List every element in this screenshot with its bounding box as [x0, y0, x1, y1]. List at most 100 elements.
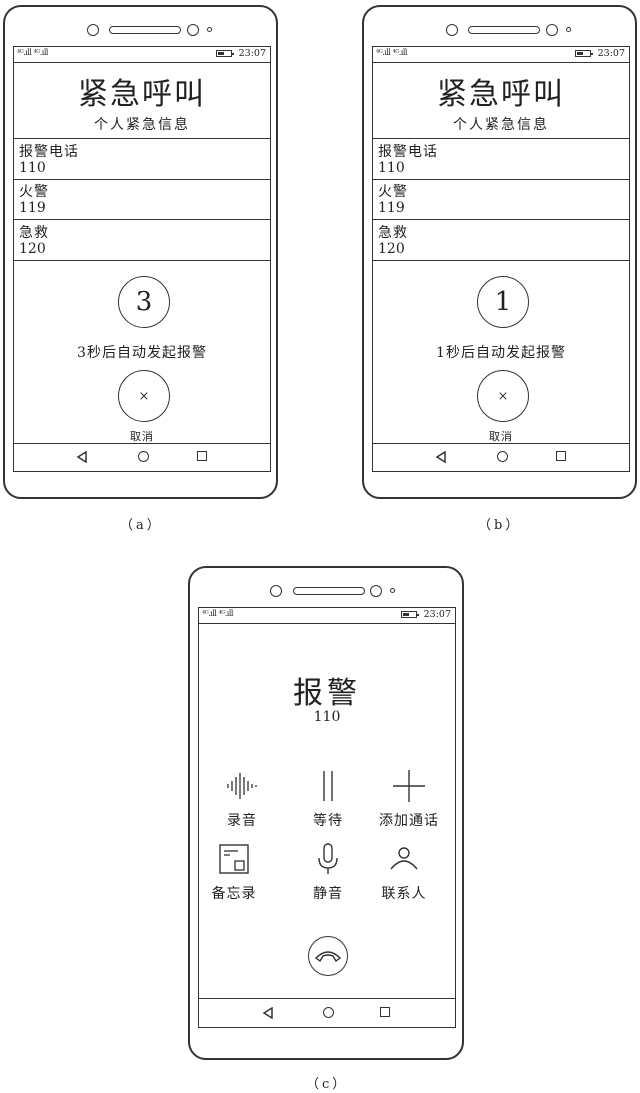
figure-label-c: （c） [306, 1077, 349, 1092]
contact-label: 报警电话 [378, 144, 438, 160]
action-label: 备忘录 [211, 886, 257, 902]
battery-icon [401, 611, 419, 618]
status-time: 23:07 [423, 609, 451, 620]
dot-icon [390, 588, 395, 593]
countdown-text: 1秒后自动发起报警 [436, 345, 566, 361]
contact-label: 火警 [19, 184, 49, 200]
nav-bar [14, 443, 270, 471]
contact-number: 120 [378, 241, 405, 257]
phone-top [5, 7, 276, 47]
figure-label-a: （a） [120, 518, 163, 533]
call-title: 报警 [293, 676, 361, 711]
dot-icon [566, 27, 571, 32]
contact-icon [390, 847, 418, 870]
contacts-button[interactable]: 联系人 [364, 841, 444, 903]
countdown-text: 3秒后自动发起报警 [77, 345, 207, 361]
dot-icon [207, 27, 212, 32]
home-icon[interactable] [497, 451, 508, 462]
mic-icon [318, 843, 338, 874]
hang-up-button[interactable] [308, 936, 348, 976]
cancel-button[interactable]: × [477, 370, 529, 422]
contact-label: 火警 [378, 184, 408, 200]
battery-icon [216, 50, 234, 57]
mute-button[interactable]: 静音 [288, 841, 368, 903]
phone-b: ⁴ᴳ.ıll ⁴ᴳ.ıll 23:07 紧急呼叫 个人紧急信息 报警电话 110… [362, 5, 637, 499]
contact-label: 急救 [378, 225, 408, 241]
back-icon[interactable] [435, 451, 447, 463]
recents-icon[interactable] [556, 451, 566, 461]
contact-number: 110 [19, 160, 46, 176]
action-label: 添加通话 [379, 813, 439, 829]
status-bar: ⁴ᴳ.ıll ⁴ᴳ.ıll 23:07 [373, 47, 629, 63]
contact-row-ambulance[interactable]: 急救 120 [373, 220, 629, 261]
signal-icon: ⁴ᴳ.ıll ⁴ᴳ.ıll [376, 48, 407, 57]
contact-number: 119 [378, 200, 405, 216]
contact-row-fire[interactable]: 火警 119 [14, 179, 270, 220]
action-label: 等待 [313, 813, 343, 829]
camera-icon [87, 24, 99, 36]
sensor-icon [370, 585, 382, 597]
screen: ⁴ᴳ.ıll ⁴ᴳ.ıll 23:07 报警 110 录音 [198, 607, 456, 1028]
speaker-grille [293, 587, 365, 595]
contact-number: 120 [19, 241, 46, 257]
contact-row-fire[interactable]: 火警 119 [373, 179, 629, 220]
record-button[interactable]: 录音 [202, 768, 282, 830]
phone-c: ⁴ᴳ.ıll ⁴ᴳ.ıll 23:07 报警 110 录音 [188, 566, 464, 1060]
phone-top [190, 568, 462, 608]
speaker-grille [468, 26, 540, 34]
page-title: 紧急呼叫 [437, 77, 565, 112]
recents-icon[interactable] [197, 451, 207, 461]
countdown-circle: 3 [118, 276, 170, 328]
action-label: 录音 [227, 813, 257, 829]
pause-icon [323, 771, 333, 801]
contact-label: 急救 [19, 225, 49, 241]
speaker-grille [109, 26, 181, 34]
phone-top [364, 7, 635, 47]
sensor-icon [187, 24, 199, 36]
nav-bar [373, 443, 629, 471]
recents-icon[interactable] [380, 1007, 390, 1017]
hang-up-icon [314, 951, 342, 963]
hold-button[interactable]: 等待 [288, 768, 368, 830]
cancel-label: 取消 [489, 430, 513, 443]
back-icon[interactable] [262, 1007, 274, 1019]
status-time: 23:07 [238, 48, 266, 59]
status-bar: ⁴ᴳ.ıll ⁴ᴳ.ıll 23:07 [14, 47, 270, 63]
countdown-circle: 1 [477, 276, 529, 328]
waveform-icon [227, 773, 257, 799]
contact-label: 报警电话 [19, 144, 79, 160]
contact-number: 119 [19, 200, 46, 216]
camera-icon [446, 24, 458, 36]
signal-icon: ⁴ᴳ.ıll ⁴ᴳ.ıll [202, 609, 233, 618]
contact-row-ambulance[interactable]: 急救 120 [14, 220, 270, 261]
page-subtitle: 个人紧急信息 [94, 117, 190, 133]
sensor-icon [546, 24, 558, 36]
status-bar: ⁴ᴳ.ıll ⁴ᴳ.ıll 23:07 [199, 608, 455, 624]
contact-row-police[interactable]: 报警电话 110 [14, 138, 270, 180]
memo-button[interactable]: 备忘录 [199, 841, 274, 903]
action-label: 联系人 [381, 886, 427, 902]
page-subtitle: 个人紧急信息 [453, 117, 549, 133]
plus-icon [393, 770, 425, 802]
cancel-button[interactable]: × [118, 370, 170, 422]
contact-number: 110 [378, 160, 405, 176]
home-icon[interactable] [323, 1007, 334, 1018]
call-number: 110 [313, 709, 341, 725]
status-time: 23:07 [597, 48, 625, 59]
battery-icon [575, 50, 593, 57]
action-label: 静音 [313, 886, 343, 902]
page-title: 紧急呼叫 [78, 77, 206, 112]
figure-label-b: （b） [478, 518, 522, 533]
cancel-label: 取消 [130, 430, 154, 443]
signal-icon: ⁴ᴳ.ıll ⁴ᴳ.ıll [17, 48, 48, 57]
home-icon[interactable] [138, 451, 149, 462]
back-icon[interactable] [76, 451, 88, 463]
memo-icon [219, 844, 249, 874]
camera-icon [270, 585, 282, 597]
phone-a: ⁴ᴳ.ıll ⁴ᴳ.ıll 23:07 紧急呼叫 个人紧急信息 报警电话 110… [3, 5, 278, 499]
contact-row-police[interactable]: 报警电话 110 [373, 138, 629, 180]
screen: ⁴ᴳ.ıll ⁴ᴳ.ıll 23:07 紧急呼叫 个人紧急信息 报警电话 110… [372, 46, 630, 472]
add-call-button[interactable]: 添加通话 [369, 768, 449, 830]
screen: ⁴ᴳ.ıll ⁴ᴳ.ıll 23:07 紧急呼叫 个人紧急信息 报警电话 110… [13, 46, 271, 472]
nav-bar [199, 998, 455, 1027]
